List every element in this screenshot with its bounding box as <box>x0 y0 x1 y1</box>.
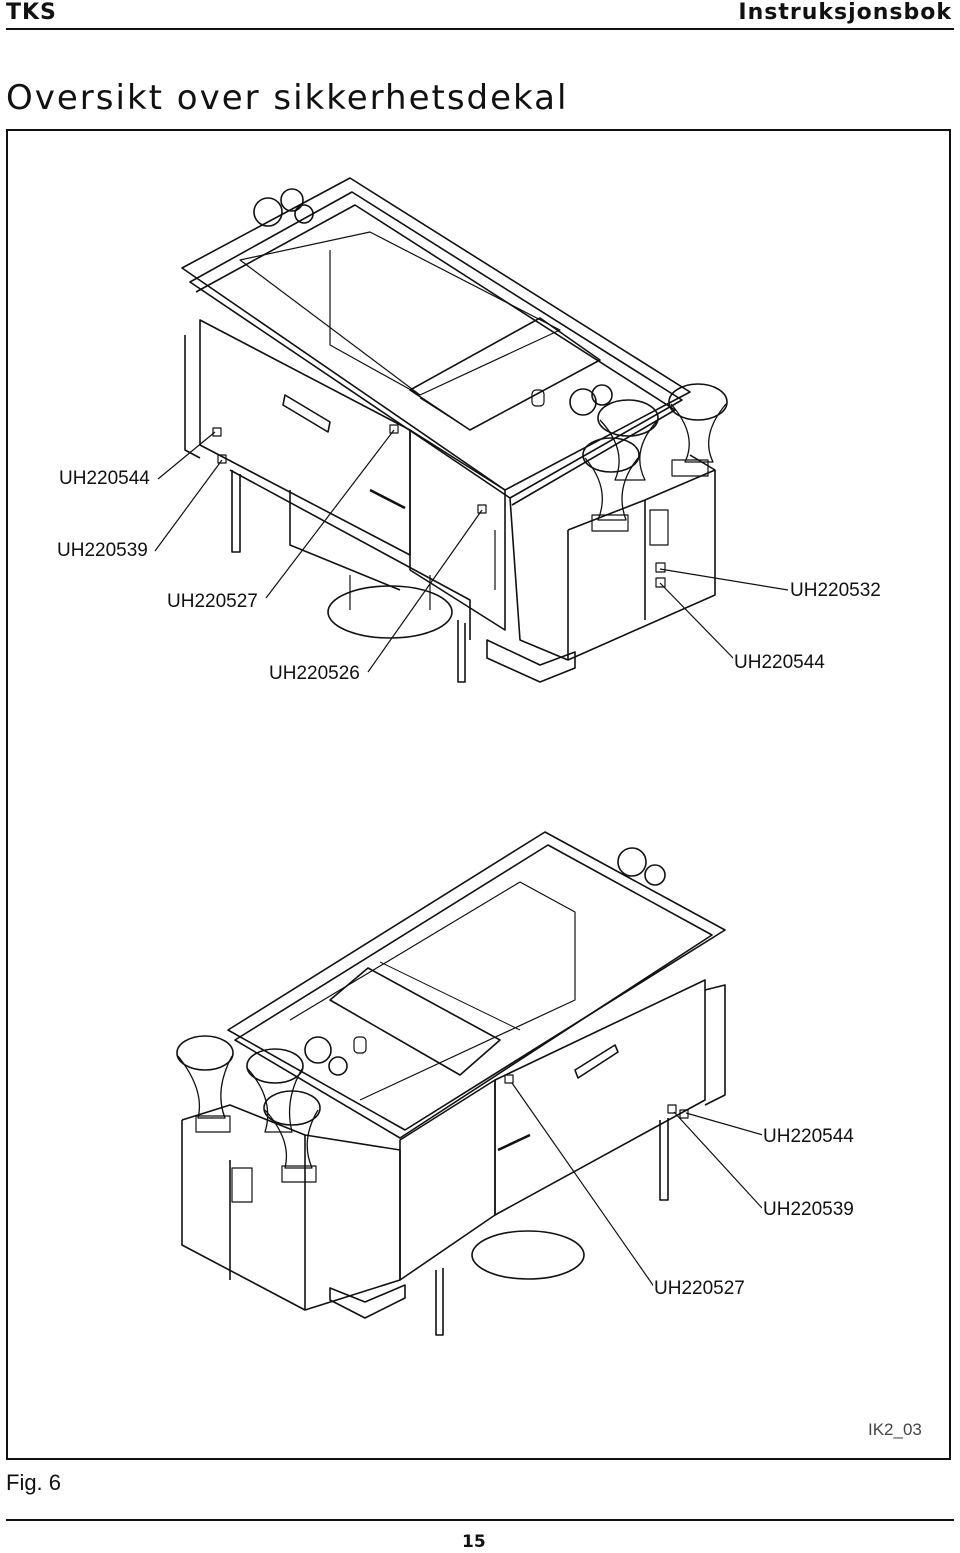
decal-label-bottom-1: UH220544 <box>762 1126 855 1148</box>
footer-rule <box>6 1519 954 1521</box>
decal-label-bottom-2: UH220539 <box>762 1199 855 1221</box>
page-title: Oversikt over sikkerhetsdekal <box>6 78 569 118</box>
decal-label-top-left-3: UH220527 <box>166 591 259 613</box>
figure-frame <box>6 129 951 1460</box>
decal-label-top-right-1: UH220532 <box>789 580 882 602</box>
figure-reference-code: IK2_03 <box>868 1420 922 1439</box>
figure-caption: Fig. 6 <box>6 1470 62 1495</box>
header-rule <box>6 28 954 30</box>
header-brand: TKS <box>6 0 57 25</box>
decal-label-top-right-2: UH220544 <box>733 652 826 674</box>
top-spreader-drawing <box>154 177 789 683</box>
bottom-spreader-drawing <box>176 831 764 1336</box>
decal-label-top-left-2: UH220539 <box>56 540 149 562</box>
decal-label-top-left-1: UH220544 <box>58 468 151 490</box>
decal-label-top-left-4: UH220526 <box>268 663 361 685</box>
page-number: 15 <box>462 1532 486 1552</box>
header-document-type: Instruksjonsbok <box>738 0 952 25</box>
decal-label-bottom-3: UH220527 <box>653 1278 746 1300</box>
